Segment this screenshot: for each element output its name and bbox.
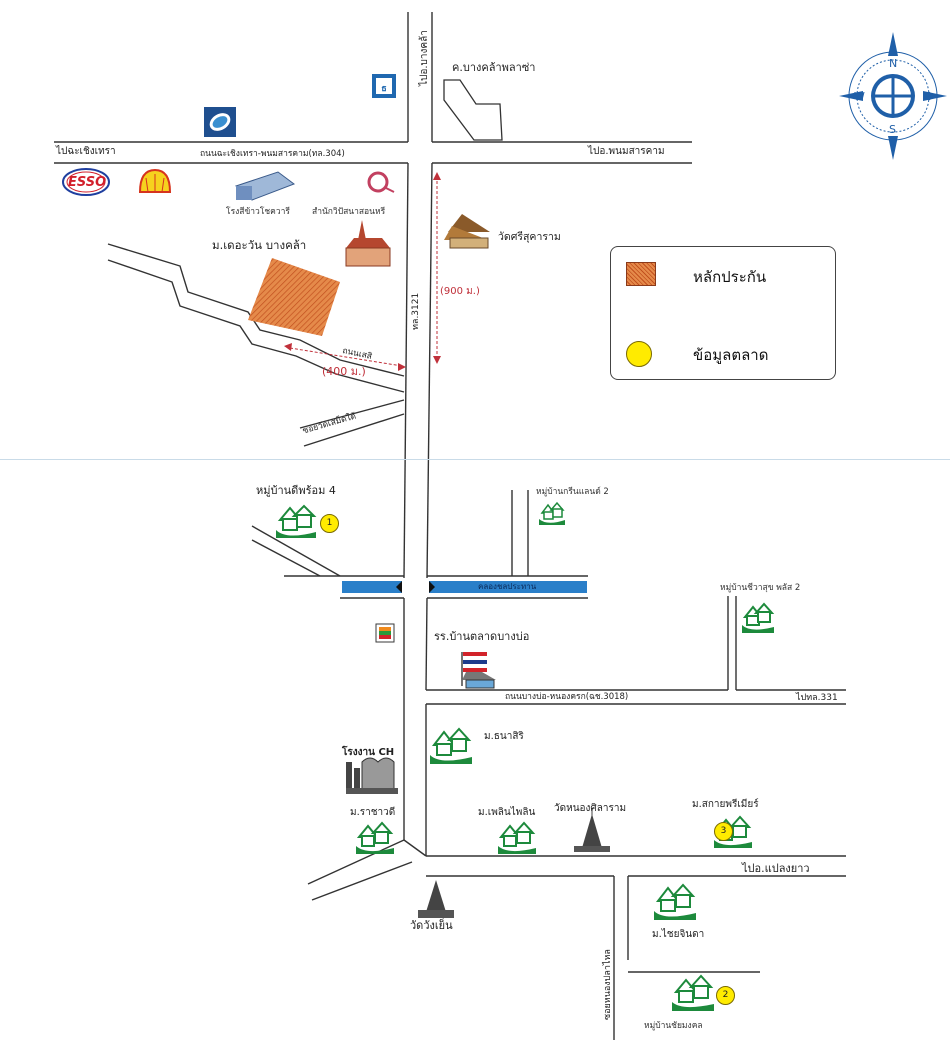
road-sw-lower <box>311 861 413 901</box>
house-icon <box>672 974 714 1011</box>
legend-market-swatch <box>626 341 652 367</box>
label-rice-mill: โรงสีข้าวโชควารี <box>226 207 290 217</box>
arrow-400-left <box>284 343 292 351</box>
label-road-304: ถนนฉะเชิงเทรา-พนมสารคาม(ทล.304) <box>200 149 345 159</box>
label-chaiyen: ม.ไชยจินดา <box>652 929 705 940</box>
label-rachawadee: ม.ราชาวดี <box>350 807 396 818</box>
stupa-icon <box>418 880 454 918</box>
house-icon <box>498 821 536 854</box>
road-3121-east-mid <box>425 597 428 691</box>
legend-collateral-label: หลักประกัน <box>693 268 767 286</box>
arrow-900-top <box>433 172 441 180</box>
label-thanathiri: ม.ธนาสิริ <box>484 731 524 742</box>
distance-400-line <box>289 347 403 367</box>
seven-eleven-icon <box>375 623 395 643</box>
road-village4-upper <box>251 525 341 577</box>
canal-west <box>342 581 402 593</box>
legend-row-market: ข้อมูลตลาด <box>611 337 835 367</box>
scan-line <box>0 459 950 460</box>
label-temple-nong: วัดหนองศิลาราม <box>554 803 627 814</box>
compass-s-label: S <box>889 123 896 136</box>
label-bangbo-road: ถนนบางบ่อ-หนองครก(ฉช.3018) <box>505 692 629 702</box>
label-pleon: ม.เพลินไพลิน <box>478 807 536 818</box>
label-north-road: ไปอ.บางคล้า <box>419 30 430 86</box>
distance-400-label: (400 ม.) <box>322 365 366 378</box>
compass-w-label: W <box>854 90 865 103</box>
canal-arrow-east <box>429 581 435 593</box>
label-school: รร.บ้านตลาดบางบ่อ <box>434 630 530 643</box>
esso-label: ESSO <box>68 175 107 190</box>
arrow-900-bottom <box>433 356 441 364</box>
market-marker-1: 1 <box>320 514 339 533</box>
map-legend: หลักประกัน ข้อมูลตลาด <box>610 246 836 380</box>
collateral-plot <box>248 258 340 336</box>
house-icon <box>430 727 472 764</box>
market-marker-2: 2 <box>716 986 735 1005</box>
label-greenland: หมู่บ้านกรีนแลนด์ 2 <box>536 487 609 497</box>
road-soi-lower <box>303 413 405 447</box>
church-icon <box>345 220 391 267</box>
esso-logo-icon <box>62 168 110 196</box>
label-to-331: ไปทล.331 <box>796 693 838 703</box>
label-to-plaengyao: ไปอ.แปลงยาว <box>742 862 810 875</box>
school-flag-icon <box>461 652 496 689</box>
bank-icon: ธ <box>372 74 396 98</box>
label-sakai: ม.สกายพรีเมียร์ <box>692 799 759 810</box>
road-3121-west-upper <box>403 162 409 579</box>
plaza-building <box>443 79 503 141</box>
house-icon <box>276 504 317 538</box>
label-project: ม.เดอะวัน บางคล้า <box>212 238 307 252</box>
label-lower-soi: ซอยหนองปลาไหล <box>603 949 613 1020</box>
label-factory: โรงงาน CH <box>342 747 395 758</box>
legend-row-collateral: หลักประกัน <box>611 257 835 287</box>
house-icon <box>356 821 394 854</box>
shell-logo-icon <box>138 168 172 193</box>
road-winding-lower <box>107 259 405 393</box>
label-bottom-village: หมู่บ้านชัยมงคล <box>644 1021 703 1031</box>
label-temple-sri: วัดศรีสุคาราม <box>498 231 561 243</box>
road-village4-lower <box>251 539 321 577</box>
legend-collateral-swatch <box>626 262 656 286</box>
arrow-400-right <box>398 363 406 371</box>
compass-e-label: E <box>924 90 931 103</box>
bank-leaf-icon <box>204 107 236 137</box>
distance-900-label: (900 ม.) <box>440 286 480 297</box>
label-temple-wang: วัดวังเย็น <box>410 919 453 932</box>
stupa-icon <box>574 808 610 852</box>
label-canal: คลองชลประทาน <box>478 582 537 591</box>
factory-icon <box>346 757 398 794</box>
label-to-chachoengsao: ไปฉะเชิงเทรา <box>56 146 116 157</box>
temple-icon <box>444 214 490 249</box>
tyre-icon <box>367 171 395 193</box>
compass-n-label: N <box>889 57 898 70</box>
road-junction <box>403 839 427 857</box>
label-to-phanom: ไปอ.พนมสารคาม <box>588 146 665 157</box>
road-sw-upper <box>307 839 405 885</box>
road-3121-east-upper <box>426 162 433 579</box>
road-soi-upper <box>299 399 405 429</box>
canal-arrow-west <box>396 581 402 593</box>
house-icon <box>654 883 696 920</box>
label-village4: หมู่บ้านดีพร้อม 4 <box>256 484 336 497</box>
house-icon <box>539 501 565 525</box>
label-plaza: ค.บางคล้าพลาซ่า <box>452 61 536 74</box>
label-route-3121: ทล.3121 <box>411 292 421 330</box>
warehouse-icon <box>235 171 296 201</box>
house-icon <box>742 602 775 633</box>
label-meditation: สำนักวิปัสนาสอนหรี <box>312 207 386 217</box>
market-marker-3: 3 <box>714 822 733 841</box>
legend-market-label: ข้อมูลตลาด <box>693 346 769 364</box>
label-chewasuk: หมู่บ้านชีวาสุข พลัส 2 <box>720 583 801 593</box>
canal-east <box>429 581 587 593</box>
compass-icon <box>839 32 947 160</box>
svg-text:ธ: ธ <box>381 84 387 94</box>
